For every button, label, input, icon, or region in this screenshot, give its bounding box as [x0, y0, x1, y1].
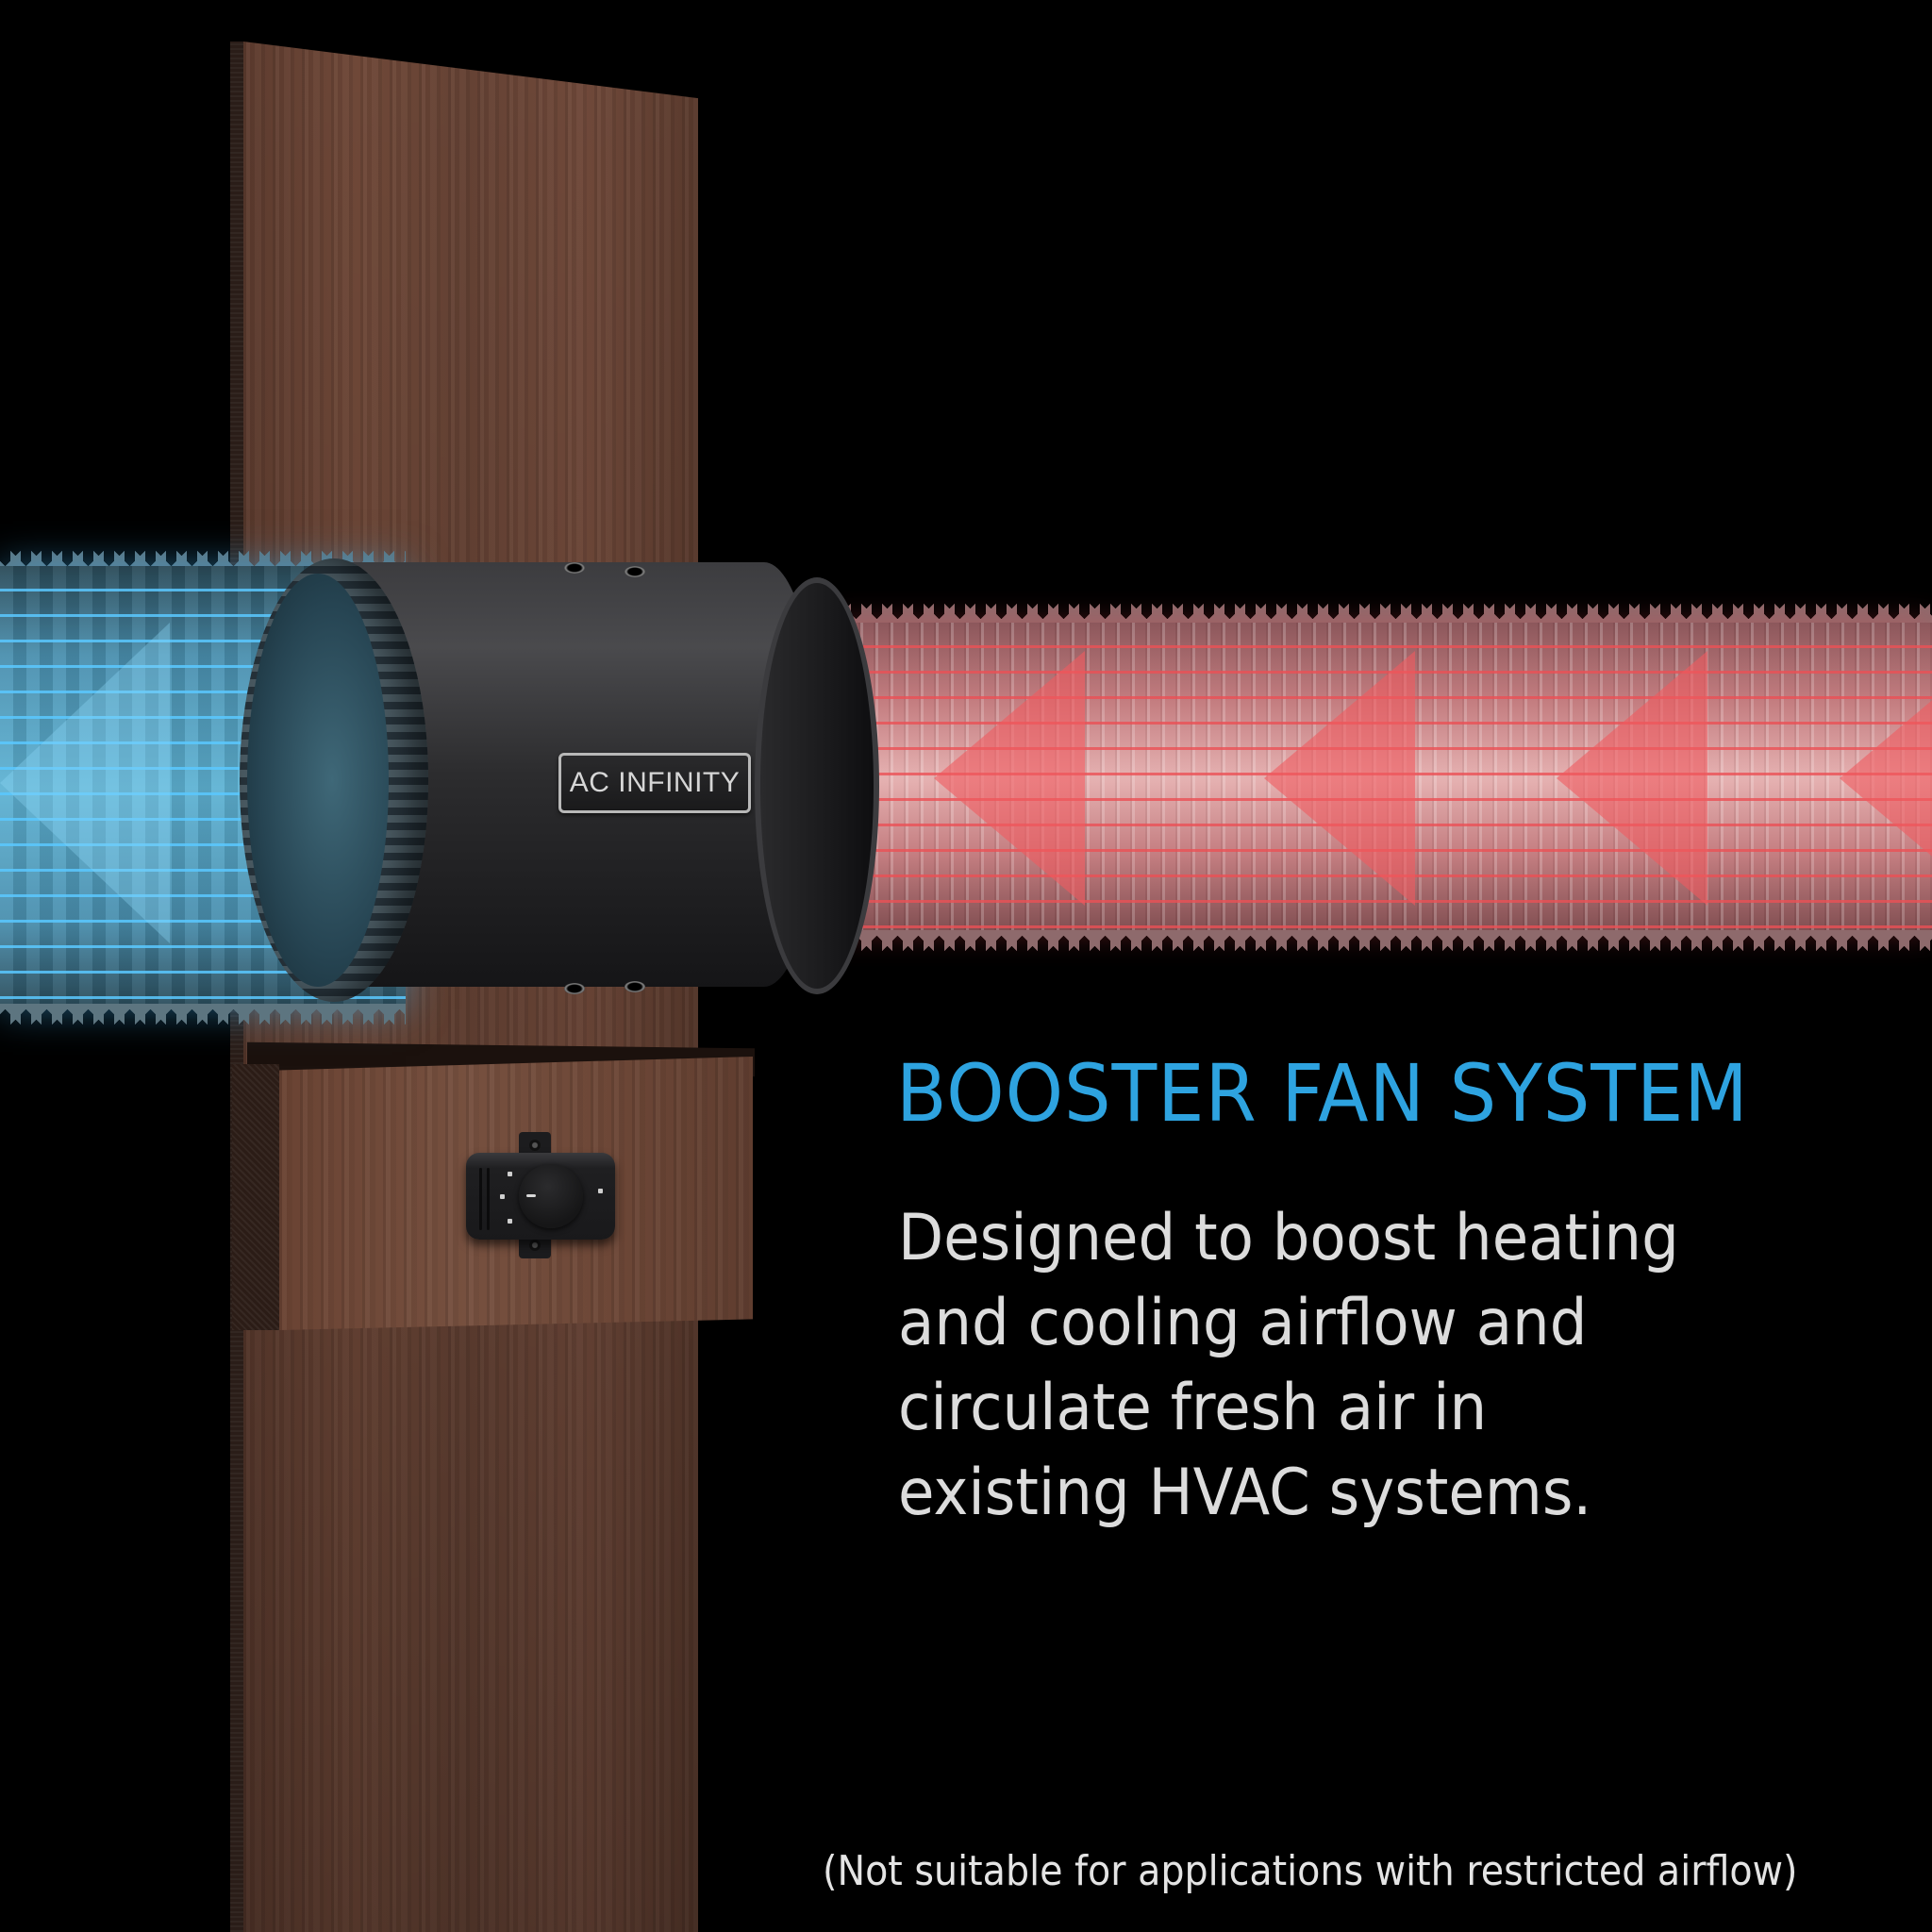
knob-indicator-icon: [526, 1194, 536, 1197]
fan-exhaust-ring: [755, 577, 879, 994]
airflow-arrow-icon: [1264, 651, 1415, 906]
screw-icon: [529, 1240, 541, 1251]
airflow-arrow-icon: [934, 651, 1085, 906]
speed-marker-dot: [508, 1172, 512, 1176]
mounting-screw-icon: [564, 562, 585, 574]
warm-duct-ribs-bottom: [830, 930, 1932, 951]
warm-duct-ribs-top: [830, 604, 1932, 625]
speed-controller[interactable]: [466, 1153, 615, 1240]
brand-badge: AC INFINITY: [558, 753, 751, 813]
description: Designed to boost heating and cooling ai…: [898, 1201, 1679, 1530]
controller-vent-slot: [487, 1168, 490, 1230]
mounting-screw-icon: [625, 566, 645, 577]
disclaimer: (Not suitable for applications with rest…: [823, 1847, 1798, 1895]
speed-control-knob[interactable]: [519, 1164, 583, 1228]
fan-intake-grille: [247, 574, 389, 987]
headline: BOOSTER FAN SYSTEM: [896, 1047, 1749, 1140]
airflow-arrow-icon: [0, 623, 170, 943]
shelf-side-edge: [232, 1064, 279, 1330]
mounting-screw-icon: [625, 981, 645, 992]
airflow-arrow-icon: [1840, 651, 1932, 906]
controller-vent-slot: [479, 1168, 482, 1230]
cool-duct-ribs-bottom: [0, 1004, 406, 1024]
airflow-arrow-icon: [1557, 651, 1707, 906]
speed-marker-dot: [508, 1219, 512, 1224]
speed-marker-dot: [500, 1194, 505, 1199]
mounting-screw-icon: [564, 983, 585, 994]
speed-marker-dot: [598, 1189, 603, 1193]
screw-icon: [529, 1140, 541, 1151]
